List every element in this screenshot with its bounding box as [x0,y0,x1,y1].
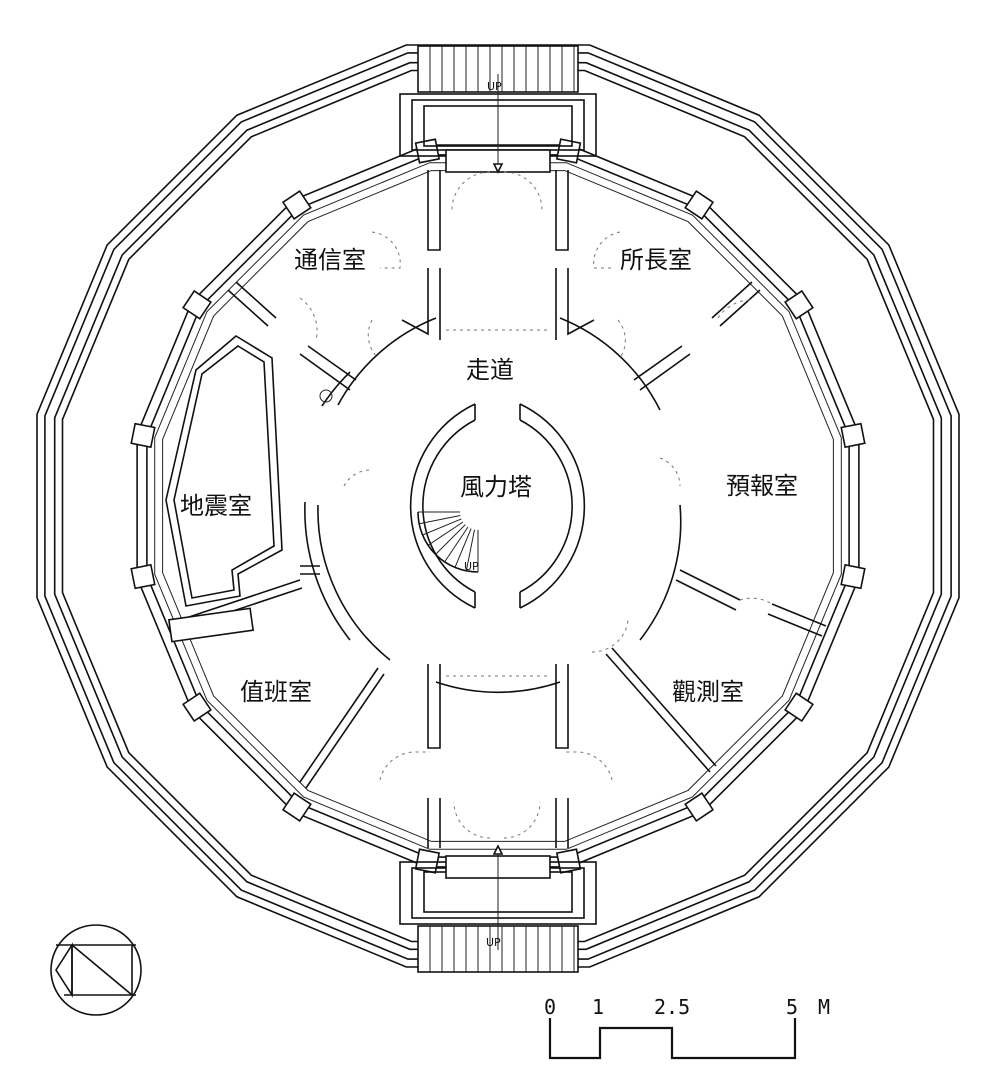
spiral-tread [422,518,462,536]
room-label-earthquake: 地震室 [180,492,252,520]
inner-ring-1 [162,170,834,842]
corridor-ring [304,317,682,694]
room-label-communication: 通信室 [294,246,366,274]
bottom-entrance-stair [399,844,597,973]
room-label-director: 所長室 [620,246,692,274]
spiral-tread [435,524,466,555]
wall-pier [182,289,212,320]
wall-pier [684,792,715,822]
wall-pier [840,422,866,449]
room-label-observation: 觀測室 [672,678,744,706]
wall-pier [414,848,441,874]
wall-pier [130,422,156,449]
scale-bar: 0 1 2.5 5 M [544,995,830,1060]
wall-pier [684,190,715,220]
spiral-tread [427,521,464,546]
wall-pier [555,138,582,164]
wall-pier [281,190,312,220]
up-marker-top: UP [487,80,502,93]
scale-tick-1: 1 [592,995,604,1019]
wall-pier [784,692,814,723]
up-marker-bottom: UP [486,936,501,949]
room-labels: 通信室 所長室 走道 風力塔 預報室 地震室 值班室 觀測室 [180,246,798,706]
wall-pier [840,563,866,590]
door-swings [299,171,773,839]
outer-ring-2 [53,61,943,951]
building-ring-1 [146,154,850,858]
north-arrow-icon [50,924,142,1016]
scale-tick-5: 5 [786,995,798,1019]
outer-wall-rings [36,44,960,968]
building-walls [130,138,866,874]
spiral-stair [417,511,479,573]
spiral-tread [465,529,475,571]
scale-unit: M [818,995,830,1019]
earthquake-pit [165,335,333,607]
wall-pier [555,848,582,874]
inner-ring-0 [154,162,842,850]
top-entrance-stair [399,45,597,174]
spiral-tread [454,528,472,568]
scale-tick-0: 0 [544,995,556,1019]
partition-walls [167,170,827,848]
spiral-tread [444,526,469,563]
room-label-forecast: 預報室 [726,472,798,500]
spiral-outline [417,511,479,573]
scale-tick-2-5: 2.5 [654,995,690,1019]
wind-tower [409,403,586,609]
room-label-duty: 值班室 [240,678,312,706]
wall-pier [130,563,156,590]
up-marker-stair: UP [464,560,479,573]
room-label-corridor: 走道 [466,356,514,384]
wall-pier [414,138,441,164]
wall-pier [281,792,312,822]
wall-pier [784,289,814,320]
spiral-tread [419,515,461,525]
wall-pier [182,692,212,723]
outer-ring-3 [61,69,935,943]
outer-ring-0 [36,44,960,968]
room-label-wind-tower: 風力塔 [460,473,532,501]
outer-ring-1 [44,52,952,960]
